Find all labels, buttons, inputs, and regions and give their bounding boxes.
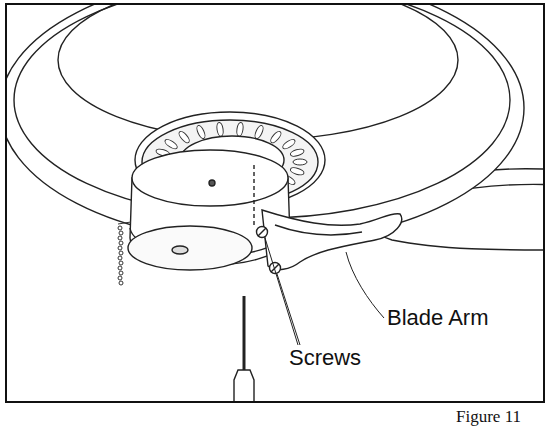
switch-cap xyxy=(128,226,252,270)
rotor-vent xyxy=(216,122,224,137)
leader-line xyxy=(265,238,298,345)
chain-bead xyxy=(119,261,123,265)
part-label: Blade Arm xyxy=(385,306,491,330)
part-label: Screws xyxy=(287,346,363,370)
chain-bead xyxy=(119,281,123,285)
chain-bead xyxy=(118,226,122,230)
chain-bead xyxy=(119,241,123,245)
rotor-vent xyxy=(290,166,305,176)
rotor-vent xyxy=(253,124,264,139)
chain-bead xyxy=(119,251,123,255)
rotor-vent xyxy=(177,130,191,145)
figure-frame xyxy=(6,4,544,402)
rotor-vent xyxy=(269,130,283,145)
chain-bead xyxy=(119,231,123,235)
chain-bead xyxy=(119,271,123,275)
rotor-vent xyxy=(195,124,206,139)
leader-line xyxy=(346,252,384,318)
chain-bead xyxy=(118,266,122,270)
chain-bead xyxy=(118,276,122,280)
arm-ridge xyxy=(275,225,362,235)
figure-caption: Figure 11 xyxy=(454,408,523,427)
chain-bead xyxy=(118,236,122,240)
rotor-vent xyxy=(236,122,244,137)
housing-rim xyxy=(14,5,510,218)
chain-link xyxy=(118,222,131,224)
screwdriver-handle xyxy=(234,370,254,401)
screw xyxy=(257,227,268,238)
blade-arm xyxy=(262,210,402,269)
screwdriver-shaft xyxy=(243,296,246,370)
set-screw xyxy=(209,180,215,186)
switch-housing-top xyxy=(132,150,288,206)
rotor-vent xyxy=(164,138,179,151)
leader-line xyxy=(277,274,300,345)
rotor-vent xyxy=(293,159,307,165)
chain-bead xyxy=(118,246,122,250)
cap-nub xyxy=(172,246,188,254)
chain-bead xyxy=(118,256,122,260)
hidden-line xyxy=(253,165,254,225)
rotor-vent xyxy=(290,148,305,158)
rotor-vent xyxy=(281,138,296,151)
